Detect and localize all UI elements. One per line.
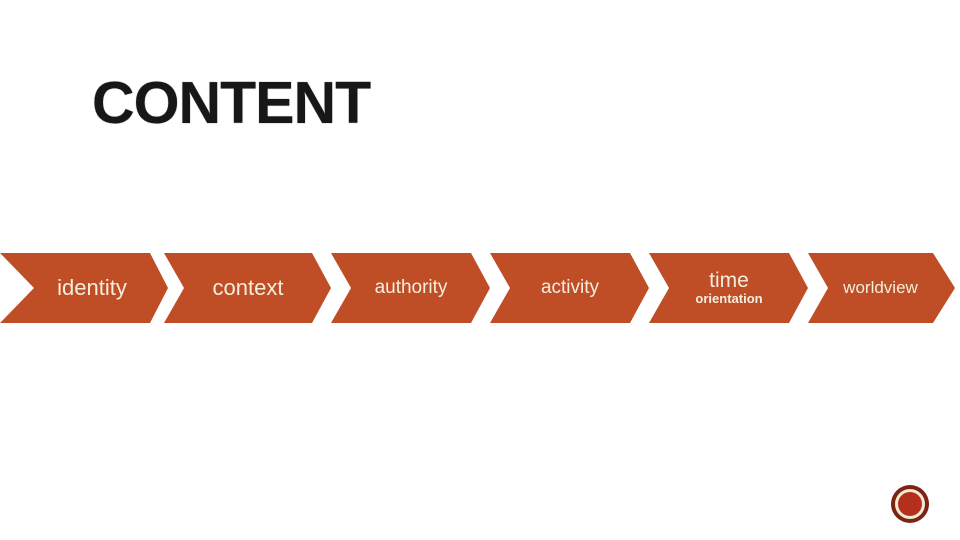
process-step-label: activity <box>540 277 600 298</box>
process-step-activity: activity <box>490 253 649 323</box>
process-step-sublabel: orientation <box>695 291 763 306</box>
corner-circle-ornament <box>895 489 925 519</box>
process-step-label: context <box>212 275 284 300</box>
process-step-authority: authority <box>331 253 490 323</box>
slide-title: CONTENT <box>92 70 371 136</box>
process-step-label: time <box>709 269 749 292</box>
process-step-time-orientation: time orientation <box>649 253 808 323</box>
process-step-label: identity <box>57 275 127 300</box>
process-step-label: authority <box>374 277 448 298</box>
process-step-context: context <box>164 253 331 323</box>
process-step-identity: identity <box>0 253 168 323</box>
process-step-worldview: worldview <box>808 253 955 323</box>
process-step-label: worldview <box>843 278 918 297</box>
